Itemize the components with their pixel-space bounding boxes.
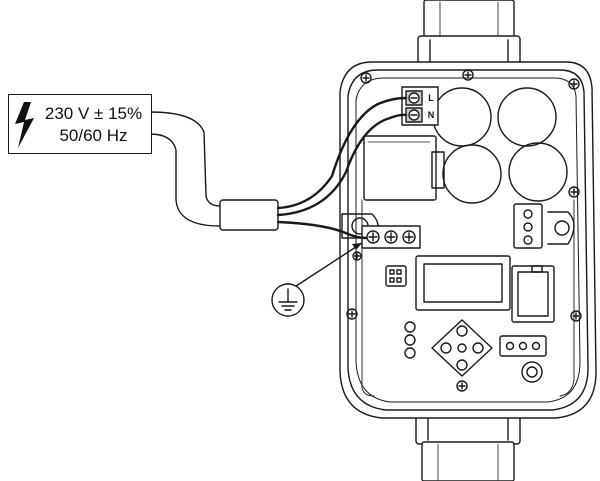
signal-terminals (499, 335, 547, 383)
terminal-label-neutral: N (428, 110, 435, 120)
bottom-pipe-fitting (415, 411, 521, 481)
housing-screws (346, 69, 582, 392)
supply-frequency: 50/60 Hz (59, 126, 128, 145)
controller-housing (339, 61, 597, 419)
supply-cable (149, 111, 279, 231)
ground-terminal-block (361, 225, 421, 249)
lightning-bolt-icon (15, 102, 34, 148)
power-terminal-block: L N (401, 86, 439, 126)
control-keypad (404, 319, 493, 377)
supply-rating-label: 230 V ± 15% 50/60 Hz (8, 94, 152, 154)
side-terminal-strip (513, 203, 575, 249)
display-panel (385, 255, 555, 323)
transformer-block (363, 135, 445, 201)
terminal-label-line: L (428, 93, 434, 103)
supply-wires (276, 96, 408, 240)
earth-ground-icon (271, 283, 305, 317)
supply-voltage: 230 V ± 15% (44, 104, 143, 123)
top-pipe-fitting (417, 0, 521, 65)
ground-leader-arrow (289, 242, 363, 291)
